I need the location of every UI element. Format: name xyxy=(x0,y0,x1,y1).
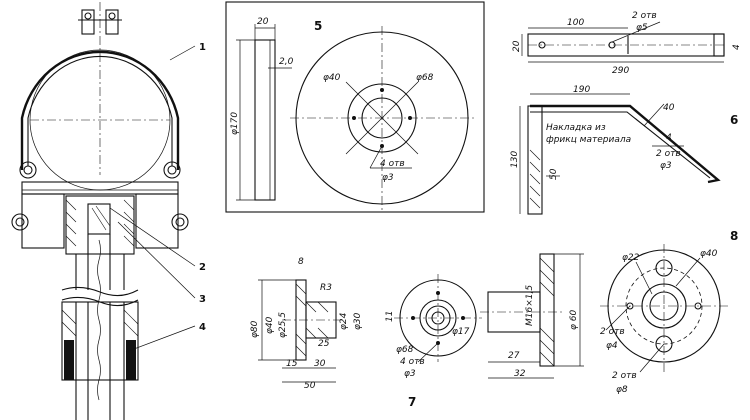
fig8-dim-holes-a-count: 2 отв xyxy=(600,327,625,337)
fig8-dim-d40: φ40 xyxy=(700,249,718,259)
fig8-dim-thread: М16×1,5 xyxy=(525,285,535,326)
fig5-dim-holes-d: φ3 xyxy=(382,173,394,183)
fig7-dim-r3: R3 xyxy=(320,283,332,293)
fig7-dim-50: 50 xyxy=(304,381,316,391)
main-assembly-view: 1 2 3 4 xyxy=(11,2,206,420)
fig7-dim-d25: φ25,5 xyxy=(278,312,288,338)
fig6-dim-4: 4 xyxy=(732,44,742,50)
figure-7-label: 7 xyxy=(408,395,416,409)
fig6-dim-small: 4 xyxy=(666,133,672,143)
fig7-dim-holes-d: φ3 xyxy=(404,369,416,379)
fig6-dim-100: 100 xyxy=(567,18,584,28)
fig7-dim-25: 25 xyxy=(318,339,330,349)
fig6-dim-50: 50 xyxy=(549,168,559,180)
figure-5: 5 20 2,0 φ170 φ40 φ68 4 отв φ3 xyxy=(225,1,485,213)
fig6-dim-130: 130 xyxy=(510,151,520,168)
fig8-dim-d22: φ22 xyxy=(622,253,640,263)
figure-7: 8 R3 φ80 φ40 φ25,5 φ24 φ30 25 15 30 50 φ… xyxy=(250,257,482,409)
figure-6: 100 2 отв φ5 20 290 4 190 40 Накладка из… xyxy=(510,11,742,215)
fig7-dim-holes-count: 4 отв xyxy=(400,357,425,367)
callout-3: 3 xyxy=(199,294,206,305)
fig6-dim-190: 190 xyxy=(573,85,590,95)
fig6-dim-holes-d: φ5 xyxy=(636,23,648,33)
fig6-dim-holes2-d: φ3 xyxy=(660,161,672,171)
fig6-pad-line1: Накладка из xyxy=(546,123,606,133)
fig7-dim-d24: φ24 xyxy=(339,312,349,330)
fig7-dim-d68: φ68 xyxy=(396,345,414,355)
fig5-dim-thickness: 2,0 xyxy=(279,57,294,67)
fig5-dim-d40: φ40 xyxy=(323,73,341,83)
callout-1: 1 xyxy=(199,42,206,53)
fig7-dim-8: 8 xyxy=(298,257,304,267)
callout-2: 2 xyxy=(199,262,206,273)
fig6-dim-holes-count: 2 отв xyxy=(632,11,657,21)
fig6-dim-40: 40 xyxy=(663,103,675,113)
fig7-dim-d30: φ30 xyxy=(353,312,363,330)
figure-5-label: 5 xyxy=(314,19,322,33)
fig5-dim-holes-count: 4 отв xyxy=(380,159,405,169)
fig6-dim-20: 20 xyxy=(512,40,522,52)
fig7-dim-11: 11 xyxy=(385,311,395,322)
fig6-pad-line2: фрикц материала xyxy=(546,135,631,145)
fig7-dim-d80: φ80 xyxy=(250,320,260,338)
fig6-dim-290: 290 xyxy=(612,66,629,76)
figure-6-label: 6 xyxy=(730,113,738,127)
fig8-dim-holes-b-d: φ8 xyxy=(616,385,628,395)
figure-8: М16×1,5 φ 60 27 32 φ22 φ40 2 отв φ4 2 от… xyxy=(480,229,738,395)
fig7-dim-15: 15 xyxy=(286,359,298,369)
fig5-dim-d68: φ68 xyxy=(416,73,434,83)
fig6-dim-holes2-count: 2 отв xyxy=(656,149,681,159)
fig7-dim-d17: φ17 xyxy=(452,327,470,337)
callout-4: 4 xyxy=(199,322,206,333)
fig8-dim-32: 32 xyxy=(514,369,526,379)
fig5-dim-height: φ170 xyxy=(230,112,240,135)
fig8-dim-holes-a-d: φ4 xyxy=(606,341,618,351)
fig7-dim-30: 30 xyxy=(314,359,326,369)
fig8-dim-27: 27 xyxy=(508,351,520,361)
fig8-dim-d60: φ 60 xyxy=(569,309,579,330)
fig8-dim-holes-b-count: 2 отв xyxy=(612,371,637,381)
fig7-dim-d40: φ40 xyxy=(265,316,275,334)
figure-8-label: 8 xyxy=(730,229,738,243)
fig5-dim-width: 20 xyxy=(257,17,269,27)
